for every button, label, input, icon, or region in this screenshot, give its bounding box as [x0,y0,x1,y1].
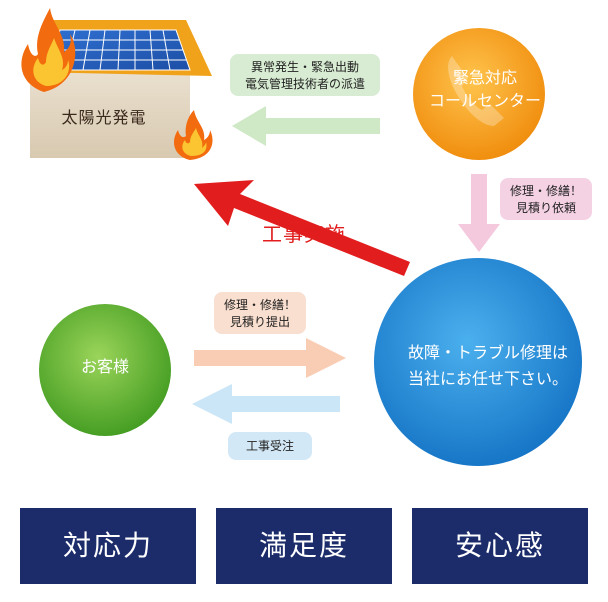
request-arrow [458,174,500,252]
fire-icon [174,110,213,160]
work-label: 工事実施 [262,222,346,246]
customer-circle [39,304,171,436]
fire-icon [21,8,76,92]
phone-icon [448,56,504,126]
call-center-circle [413,28,545,160]
order-arrow [192,384,340,424]
dispatch-note: 異常発生・緊急出動 電気管理技術者の派遣 [230,54,380,96]
estimate-submit-line1: 修理・修繕！ [223,298,296,312]
dispatch-note-line1: 異常発生・緊急出動 [250,60,359,74]
customer-label: お客様 [80,357,129,376]
work-arrow [194,180,410,276]
call-center-line2: コールセンター [428,91,541,111]
house [30,20,212,158]
estimate-submit-note: 修理・修繕！ 見積り提出 [214,292,306,334]
estimate-submit-line2: 見積り提出 [229,315,290,330]
house-label: 太陽光発電 [61,108,147,127]
dispatch-arrow [232,106,380,146]
repair-label: 故障・トラブル修理は 当社にお任せ下さい。 [378,340,598,391]
repair-line2: 当社にお任せ下さい。 [407,368,568,388]
estimate-request-line1: 修理・修繕！ [509,184,582,198]
kpi-response: 対応力 [20,508,196,584]
kpi-reassurance: 安心感 [412,508,588,584]
estimate-request-line2: 見積り依頼 [515,201,576,216]
kpi-satisfaction: 満足度 [216,508,392,584]
repair-circle [374,258,582,466]
estimate-arrow [194,338,346,378]
call-center-label: 緊急対応 コールセンター [410,66,560,112]
dispatch-note-line2: 電気管理技術者の派遣 [244,77,365,92]
order-note: 工事受注 [228,432,312,460]
repair-line1: 故障・トラブル修理は [407,343,568,362]
call-center-line1: 緊急対応 [452,68,517,87]
estimate-request-note: 修理・修繕！ 見積り依頼 [500,178,592,220]
